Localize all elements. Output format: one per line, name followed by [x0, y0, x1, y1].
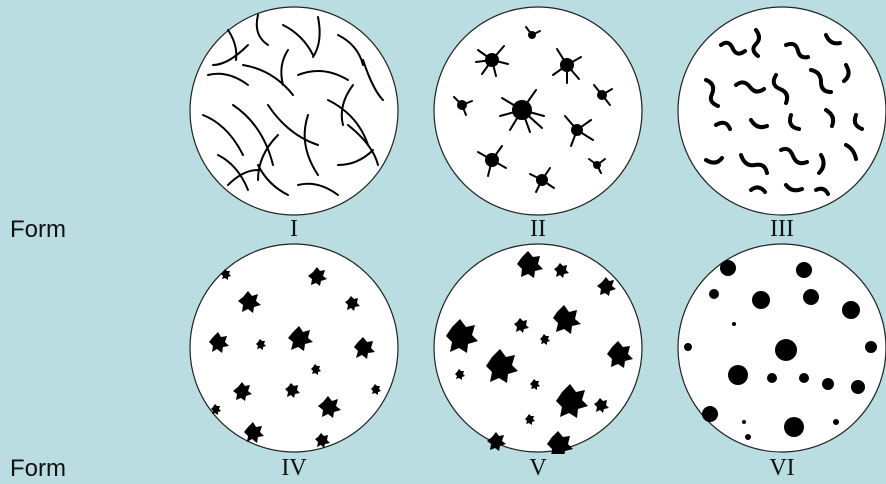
panel-ii: II: [432, 5, 644, 245]
panel-iv: IV: [188, 242, 400, 482]
dish-small-irregular-colonies-illustration: [188, 242, 400, 454]
dish-filamentous-illustration: [188, 5, 400, 217]
dish-rhizoid-illustration: [432, 5, 644, 217]
panel-numeral-iv: IV: [188, 455, 400, 482]
panel-numeral-v: V: [432, 455, 644, 482]
panel-numeral-vi: VI: [676, 455, 886, 482]
panel-i: I: [188, 5, 400, 245]
panel-numeral-iii: III: [676, 216, 886, 243]
row-label-form-2: Form: [10, 455, 66, 483]
panel-v: V: [432, 242, 644, 482]
dish-irregular-curled-illustration: [676, 5, 886, 217]
panel-iii: III: [676, 5, 886, 245]
panel-numeral-ii: II: [432, 216, 644, 243]
dish-large-irregular-colonies-illustration: [432, 242, 644, 454]
dish-circular-colonies-illustration: [676, 242, 886, 454]
row-label-form-1: Form: [10, 216, 66, 244]
panel-numeral-i: I: [188, 216, 400, 243]
panel-vi: VI: [676, 242, 886, 482]
